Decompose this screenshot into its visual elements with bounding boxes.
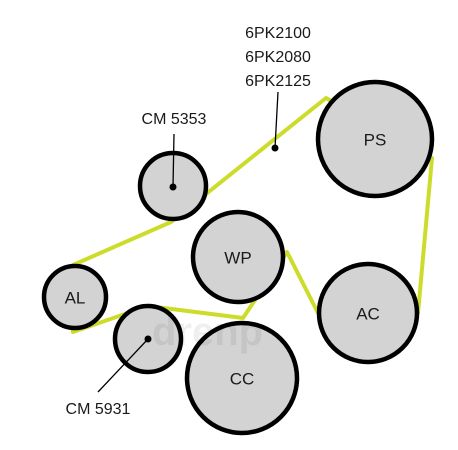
pulley-ac: AC	[316, 261, 420, 365]
pulley-cc: CC	[184, 320, 300, 436]
idler-top-leader-line	[172, 133, 175, 188]
idler-bottom-callout-label: CM 5931	[66, 401, 131, 418]
belt-part-number-3: 6PK2125	[245, 73, 311, 90]
serpentine-belt	[71, 96, 434, 334]
pulley-wp-label: WP	[224, 248, 251, 267]
pulley-ac-label: AC	[356, 304, 380, 323]
belt-part-number-2: 6PK2080	[245, 49, 311, 66]
belt-leader-dot	[271, 144, 279, 152]
pulley-ps: PS	[315, 79, 435, 199]
belt-part-number-1: 6PK2100	[245, 25, 311, 42]
pulley-al: AL	[41, 263, 109, 331]
idler-bottom-leader-dot	[144, 335, 152, 343]
pulley-cc-label: CC	[230, 369, 255, 388]
pulley-wp: WP	[190, 209, 286, 305]
pulley-ps-label: PS	[364, 130, 387, 149]
idler-top-callout-label: CM 5353	[142, 111, 207, 128]
belt-leader-line	[274, 91, 279, 149]
pulley-al-label: AL	[65, 288, 86, 307]
watermark: drenp	[152, 310, 263, 354]
idler-bottom-leader-line	[97, 338, 149, 393]
idler-top-leader-dot	[169, 183, 177, 191]
